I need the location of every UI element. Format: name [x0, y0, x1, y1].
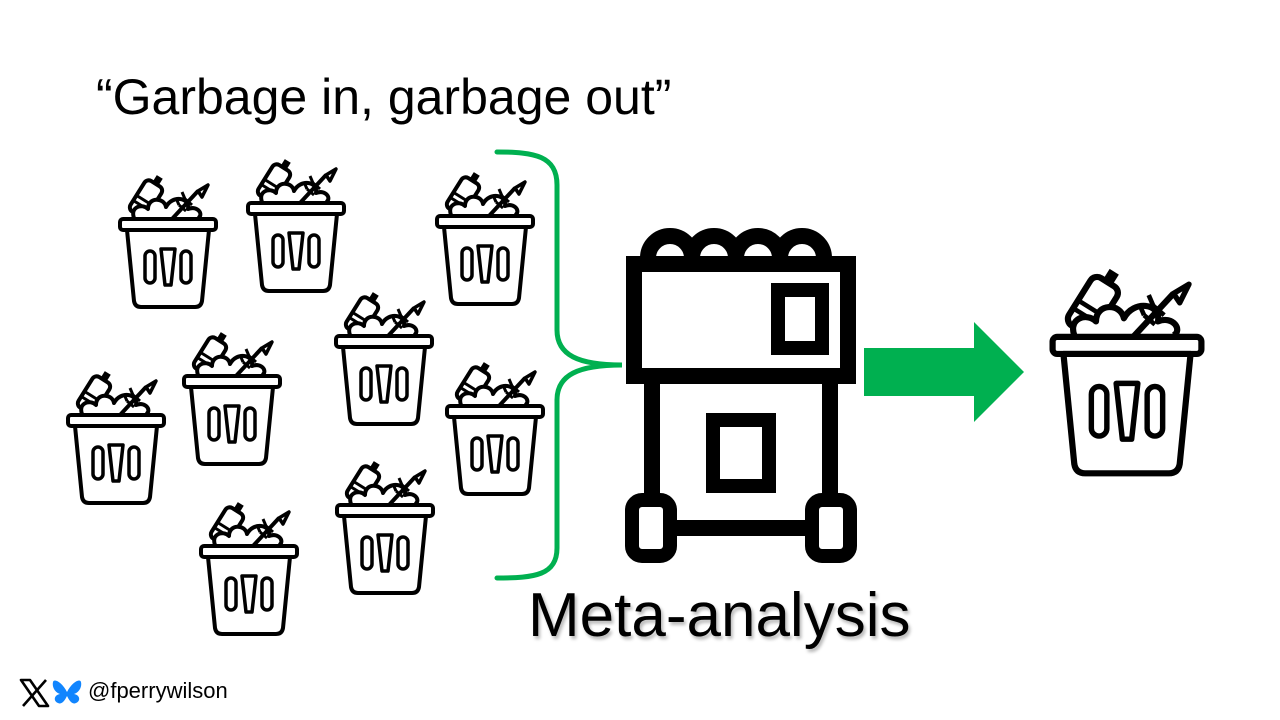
slide-title: “Garbage in, garbage out”: [96, 69, 672, 125]
machine-label: Meta-analysis: [528, 581, 911, 650]
input-garbage-bin-icon: [68, 368, 164, 503]
shredder-machine-icon: [625, 228, 857, 563]
input-garbage-bin-icon: [201, 499, 297, 634]
arrow-right-icon: [864, 322, 1024, 422]
input-garbage-bin-icon: [447, 359, 543, 494]
input-garbage-bin-icon: [337, 458, 433, 593]
grouping-brace: [494, 149, 623, 581]
input-garbage-bin-icon: [336, 289, 432, 424]
author-handle: @fperrywilson: [88, 678, 228, 703]
input-garbage-bin-icon: [248, 156, 344, 291]
input-garbage-bin-icon: [184, 329, 280, 464]
bluesky-butterfly-icon: [52, 680, 82, 704]
social-icons: [18, 676, 84, 715]
x-logo-icon: [19, 678, 50, 708]
input-garbage-bin-icon: [437, 169, 533, 304]
input-garbage-bin-icon: [120, 172, 216, 307]
output-garbage-bin-icon: [1053, 264, 1202, 474]
